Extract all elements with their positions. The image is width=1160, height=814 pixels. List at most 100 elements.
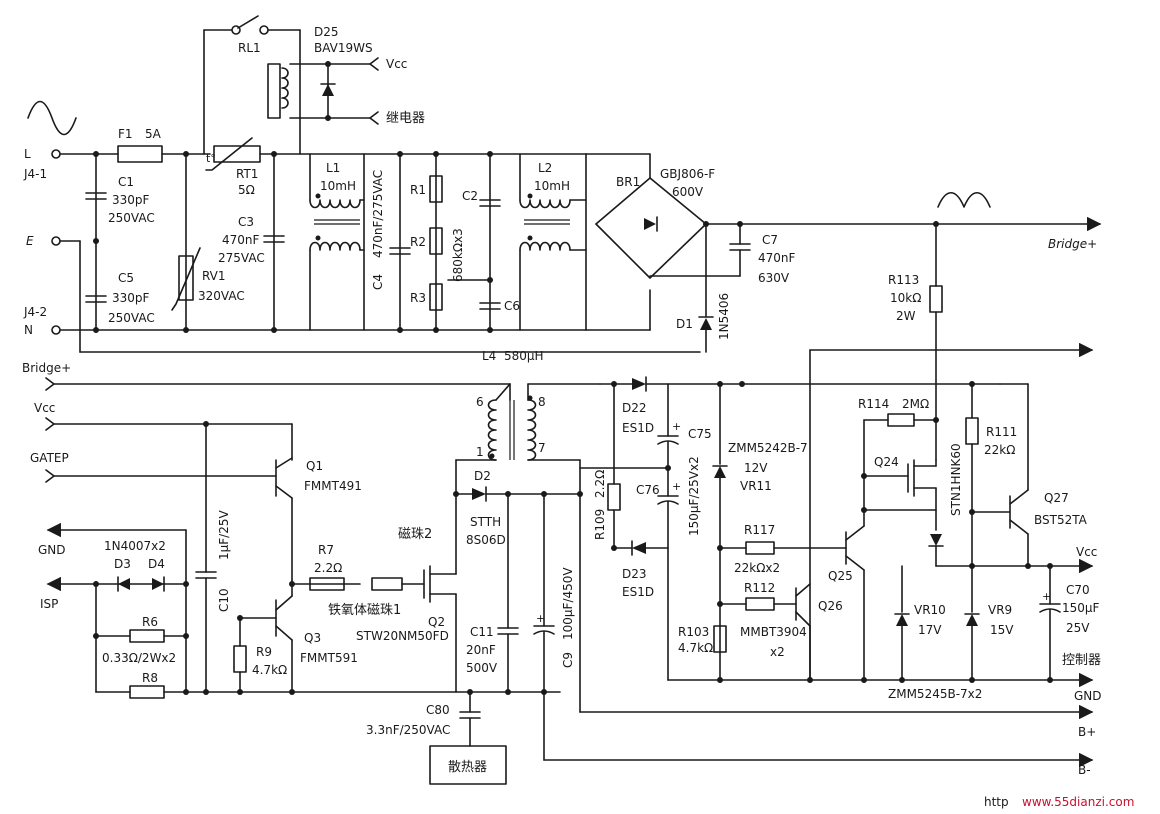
label-R114-value: 2MΩ xyxy=(902,397,929,411)
label-RV1: RV1 xyxy=(202,269,226,283)
label-C5: C5 xyxy=(118,271,134,285)
label-C1-value-2: 250VAC xyxy=(108,211,155,225)
input-gatep: GATEP xyxy=(30,451,277,483)
label-Q24: Q24 xyxy=(874,455,899,469)
label-isp: ISP xyxy=(40,597,58,611)
label-V12: 12V xyxy=(744,461,768,475)
label-L1: L1 xyxy=(326,161,340,175)
label-bridge-plus-in: Bridge+ xyxy=(22,361,71,375)
label-Q25: Q25 xyxy=(828,569,853,583)
label-D23-value: ES1D xyxy=(622,585,654,599)
label-C11-value-2: 500V xyxy=(466,661,498,675)
capacitor-C11: C11 20nF 500V xyxy=(466,493,519,693)
resistor-R9: R9 4.7kΩ xyxy=(233,617,287,693)
input-bridge-plus: Bridge+ xyxy=(22,361,511,401)
label-R117-value: 22kΩx2 xyxy=(734,561,780,575)
label-R109-value: 2.2Ω xyxy=(593,470,607,498)
label-C80-value: 3.3nF/250VAC xyxy=(366,723,450,737)
label-controller: 控制器 xyxy=(1062,653,1101,668)
label-ZMM5245: ZMM5245B-7x2 xyxy=(888,687,982,701)
label-C11-value-1: 20nF xyxy=(466,643,496,657)
thermistor-RT1: t° RT1 5Ω xyxy=(205,137,261,197)
label-D2-value-2: 8S06D xyxy=(466,533,506,547)
label-MMBT3904: MMBT3904 xyxy=(740,625,807,639)
label-C80: C80 xyxy=(426,703,450,717)
label-C2: C2 xyxy=(462,189,478,203)
label-C7: C7 xyxy=(762,233,778,247)
label-D22: D22 xyxy=(622,401,647,415)
label-R113: R113 xyxy=(888,273,919,287)
transistor-Q1: Q1 FMMT491 xyxy=(275,457,362,581)
label-R123-value: 680kΩx3 xyxy=(451,228,465,282)
label-C3-value-1: 470nF xyxy=(222,233,260,247)
capacitor-C10: C10 1μF/25V xyxy=(195,423,231,693)
vcc-output: Vcc + C70 150μF 25V xyxy=(935,545,1100,681)
label-R103-value: 4.7kΩ xyxy=(678,641,713,655)
label-STN1HNK60: STN1HNK60 xyxy=(949,443,963,516)
label-D3D4-value: 1N4007x2 xyxy=(104,539,166,553)
label-R111-value: 22kΩ xyxy=(984,443,1015,457)
label-C4-value: 470nF/275VAC xyxy=(371,170,385,258)
label-vcc-out: Vcc xyxy=(1076,545,1097,559)
label-VR10-value: 17V xyxy=(918,623,942,637)
label-RT1-t: t° xyxy=(206,152,216,165)
capacitor-C5: C5 330pF 250VAC xyxy=(85,271,155,325)
resistor-chain-R1-R3: R1 R2 R3 680kΩx3 xyxy=(410,175,465,311)
label-L4-value: 580μH xyxy=(504,349,544,363)
label-ferrite: 铁氧体磁珠1 xyxy=(328,603,401,618)
label-bplus: B+ xyxy=(1078,725,1096,739)
label-gnd-in: GND xyxy=(38,543,66,557)
watermark-http: http xyxy=(984,795,1009,809)
capacitor-C1: C1 330pF 250VAC xyxy=(85,175,155,225)
sine-wave-icon xyxy=(27,100,77,136)
label-R6: R6 xyxy=(142,615,158,629)
label-J4-2: J4-2 xyxy=(23,305,47,319)
label-C5-value-1: 330pF xyxy=(112,291,150,305)
mosfet-Q2: Q2 STW20NM50FD xyxy=(356,493,457,693)
label-bead-2: 磁珠2 xyxy=(398,527,432,542)
label-D22-value: ES1D xyxy=(622,421,654,435)
label-C7-value-1: 470nF xyxy=(758,251,796,265)
label-C3: C3 xyxy=(238,215,254,229)
choke-L1: L1 10mH xyxy=(309,161,365,251)
label-R7-value: 2.2Ω xyxy=(314,561,342,575)
capacitor-C9: + C9 100μF/450V xyxy=(533,493,575,761)
diode-D25: D25 BAV19WS Vcc 继电器 xyxy=(289,25,425,126)
label-L4: L4 xyxy=(482,349,496,363)
label-RT1: RT1 xyxy=(236,167,258,181)
label-D25: D25 xyxy=(314,25,339,39)
label-RV1-value: 320VAC xyxy=(198,289,245,303)
capacitor-C7: C7 470nF 630V xyxy=(649,223,796,285)
label-BR1: BR1 xyxy=(616,175,640,189)
label-BR1-value-1: GBJ806-F xyxy=(660,167,715,181)
label-Q27: Q27 xyxy=(1044,491,1069,505)
junction-dots xyxy=(93,151,939,333)
label-N: N xyxy=(24,323,33,337)
label-ZMM5242: ZMM5242B-7 xyxy=(728,441,808,455)
label-C70-value-2: 25V xyxy=(1066,621,1090,635)
relay-RL1: RL1 xyxy=(203,15,301,155)
label-Q2-value: STW20NM50FD xyxy=(356,629,449,643)
rectifier-section: D22 ES1D R109 2.2Ω D23 ES1D + + C75 C76 … xyxy=(579,376,1001,681)
capacitor-C80: C80 3.3nF/250VAC xyxy=(366,691,481,747)
label-D1-value: 1N5406 xyxy=(717,293,731,340)
c70-plus: + xyxy=(1042,590,1051,603)
label-R113-value-2: 2W xyxy=(896,309,916,323)
label-D2-value-1: STTH xyxy=(470,515,501,529)
label-relay: 继电器 xyxy=(386,111,425,126)
label-D1: D1 xyxy=(676,317,693,331)
zener-VR11: ZMM5242B-7 12V VR11 xyxy=(712,381,808,683)
gnd-isp-section: GND ISP 1N4007x2 D3 D4 R6 0.33Ω/2Wx2 R8 xyxy=(38,522,561,699)
label-L2: L2 xyxy=(538,161,552,175)
label-bridge-plus-out: Bridge+ xyxy=(1048,237,1097,251)
label-pin7: 7 xyxy=(538,441,546,455)
heatsink-box: 散热器 xyxy=(429,745,507,785)
mosfet-Q24: Q24 STN1HNK60 xyxy=(861,443,963,567)
label-F1-value: 5A xyxy=(145,127,162,141)
capacitor-C6: C6 xyxy=(479,299,520,313)
label-R7: R7 xyxy=(318,543,334,557)
capacitor-C4: C4 470nF/275VAC xyxy=(371,170,411,290)
label-L2-value: 10mH xyxy=(534,179,570,193)
label-pin1: 1 xyxy=(476,445,484,459)
